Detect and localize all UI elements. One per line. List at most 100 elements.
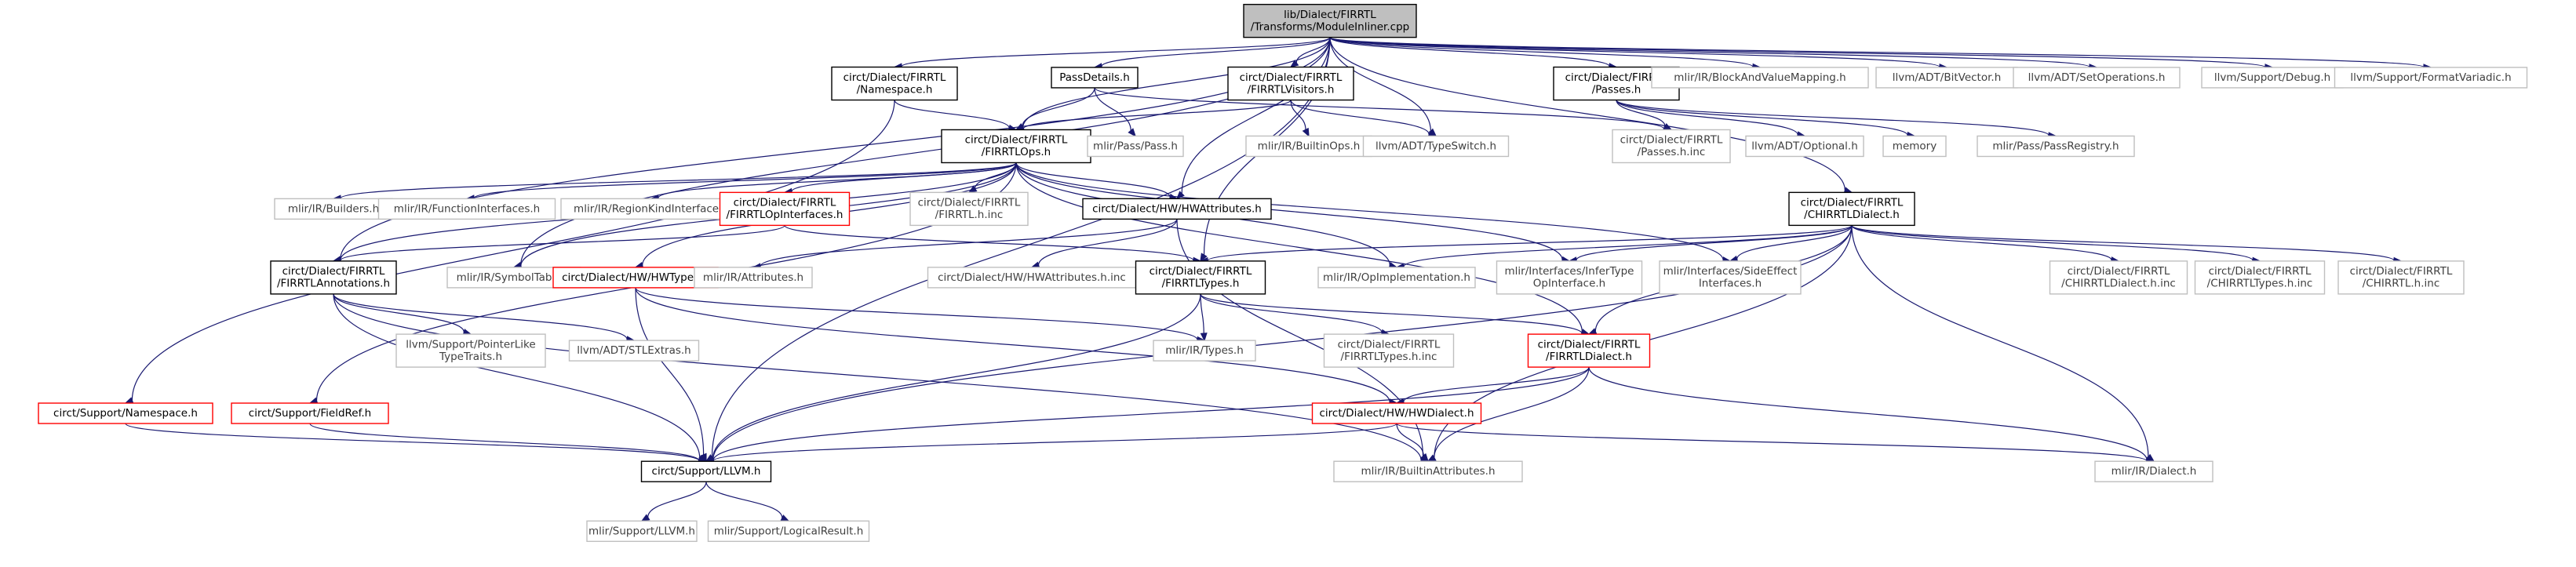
node-box [2334,67,2528,89]
edge-line [712,293,1201,460]
node-mlir-ir-types-h: mlir/IR/Types.h [1153,340,1256,362]
node-box [1317,267,1476,289]
node-circt-dialect-firrtl-chirrtldialect-h[interactable]: circt/Dialect/FIRRTL/CHIRRTLDialect.h [1788,191,1915,227]
nodes-layer: lib/Dialect/FIRRTL/Transforms/ModuleInli… [38,3,2528,543]
edge-n23-to-n28 [752,219,1178,271]
edge-arrowhead [1200,333,1208,342]
node-label: circt/Dialect/FIRRTL [1565,71,1668,84]
node-box [560,198,742,220]
node-circt-support-fieldref-h[interactable]: circt/Support/FieldRef.h [231,402,389,424]
edge-n24-to-n30 [1199,224,1853,264]
node-box [2013,67,2181,89]
edge-n30-to-n39 [1200,293,1208,342]
edge-line [333,293,465,333]
node-label: /FIRRTLTypes.h.inc [1341,351,1437,363]
node-box [1087,135,1184,158]
node-label: mlir/IR/SymbolTable.h [457,271,572,284]
node-label: /FIRRTLDialect.h [1546,351,1632,363]
node-circt-dialect-firrtl-firrtltypes-h[interactable]: circt/Dialect/FIRRTL/FIRRTLTypes.h [1135,260,1266,295]
node-label: Interfaces.h [1699,278,1762,290]
node-label: mlir/IR/Dialect.h [2111,465,2197,478]
node-circt-dialect-firrtl-passes-h-inc: circt/Dialect/FIRRTL/Passes.h.inc [1612,129,1731,164]
node-label: /FIRRTLOpInterfaces.h [727,209,843,221]
node-box [707,520,870,543]
edge-n41-to-n44 [1395,366,1590,405]
edge-arrowhead [1420,453,1430,463]
edge-line [333,293,701,459]
node-box [1612,129,1731,164]
node-label: /FIRRTLTypes.h [1162,278,1240,290]
node-box [1651,67,1869,89]
edge-line [712,423,1397,462]
edge-arrowhead [1128,128,1137,137]
edge-line [1616,100,1666,127]
node-box [231,402,389,424]
node-label: /CHIRRTL.h.inc [2363,278,2440,290]
node-circt-dialect-hw-hwtypes-h[interactable]: circt/Dialect/HW/HWTypes.h [552,267,719,289]
node-label: /CHIRRTLDialect.h.inc [2061,278,2176,290]
node-circt-dialect-firrtl-firrtlops-h[interactable]: circt/Dialect/FIRRTL/FIRRTLOps.h [941,129,1091,164]
node-box [274,198,393,220]
edge-line [1015,162,1724,260]
edge-line [712,367,1590,461]
edge-line [1200,293,1583,334]
node-circt-dialect-firrtl-firrtldialect-h[interactable]: circt/Dialect/FIRRTL/FIRRTLDialect.h [1527,333,1651,368]
node-box [1745,135,1864,158]
node-circt-dialect-hw-hwdialect-h[interactable]: circt/Dialect/HW/HWDialect.h [1311,402,1482,424]
node-mlir-support-llvm-h: mlir/Support/LLVM.h [586,520,698,543]
node-label: circt/Support/Namespace.h [53,407,198,420]
edge-line [1329,37,1940,68]
node-box [1135,260,1266,295]
edge-n0-to-n45 [705,37,1331,463]
node-circt-dialect-firrtl-firrtlopinterfaces-h[interactable]: circt/Dialect/FIRRTL/FIRRTLOpInterfaces.… [719,191,851,227]
node-label: circt/Support/LLVM.h [652,465,761,478]
node-label: circt/Support/FieldRef.h [249,407,371,420]
node-label: mlir/IR/Attributes.h [703,271,803,284]
edge-line [635,287,705,455]
edge-n1-to-n10 [894,100,1018,132]
edge-line [1403,366,1590,402]
node-label: mlir/Interfaces/SideEffect [1663,265,1798,278]
node-passdetails-h[interactable]: PassDetails.h [1051,67,1139,89]
node-circt-support-llvm-h[interactable]: circt/Support/LLVM.h [640,460,772,482]
node-box [909,191,1029,227]
node-label: circt/Dialect/HW/HWDialect.h [1319,407,1474,420]
node-mlir-pass-pass-h: mlir/Pass/Pass.h [1087,135,1184,158]
edge-n44-to-n47 [1396,423,2155,465]
node-box [719,191,851,227]
node-label: mlir/Pass/PassRegistry.h [1992,140,2119,152]
node-label: /FIRRTL.h.inc [935,209,1004,221]
edge-n30-to-n45 [705,293,1201,463]
node-label: circt/Dialect/FIRRTL [1801,197,1904,209]
edge-n24-to-n33 [1729,225,1853,263]
edge-line [901,37,1331,67]
edge-line [473,162,1017,199]
node-box [1082,198,1272,220]
edge-line [1015,162,1171,198]
node-circt-dialect-firrtl-namespace-h[interactable]: circt/Dialect/FIRRTL/Namespace.h [831,66,958,101]
node-mlir-ir-builtinattributes-h: mlir/IR/BuiltinAttributes.h [1333,460,1523,482]
node-box [2049,260,2188,295]
node-label: circt/Dialect/FIRRTL [282,265,385,278]
node-circt-dialect-firrtl-firrtlannotations-h[interactable]: circt/Dialect/FIRRTL/FIRRTLAnnotations.h [270,260,397,295]
edge-line [340,162,1017,199]
node-label: mlir/IR/BlockAndValueMapping.h [1674,71,1845,84]
node-circt-support-namespace-h[interactable]: circt/Support/Namespace.h [38,402,213,424]
edge-line [1396,423,1424,456]
edge-line [635,287,1390,402]
node-llvm-adt-stlextras-h: llvm/ADT/STLExtras.h [568,340,700,362]
node-mlir-ir-functioninterfaces-h: mlir/IR/FunctionInterfaces.h [377,198,556,220]
edge-line [1181,37,1331,194]
node-circt-dialect-hw-hwattributes-h[interactable]: circt/Dialect/HW/HWAttributes.h [1082,198,1272,220]
edge-line [1851,224,2112,261]
node-label: circt/Dialect/FIRRTL [918,197,1021,209]
node-box [377,198,556,220]
node-label: /FIRRTLVisitors.h [1248,83,1335,96]
node-box [586,520,698,543]
node-circt-dialect-firrtl-firrtlvisitors-h[interactable]: circt/Dialect/FIRRTL/FIRRTLVisitors.h [1227,66,1354,101]
node-mlir-pass-passregistry-h: mlir/Pass/PassRegistry.h [1977,135,2135,158]
node-box [1882,135,1947,158]
edge-arrowhead [1302,127,1310,137]
